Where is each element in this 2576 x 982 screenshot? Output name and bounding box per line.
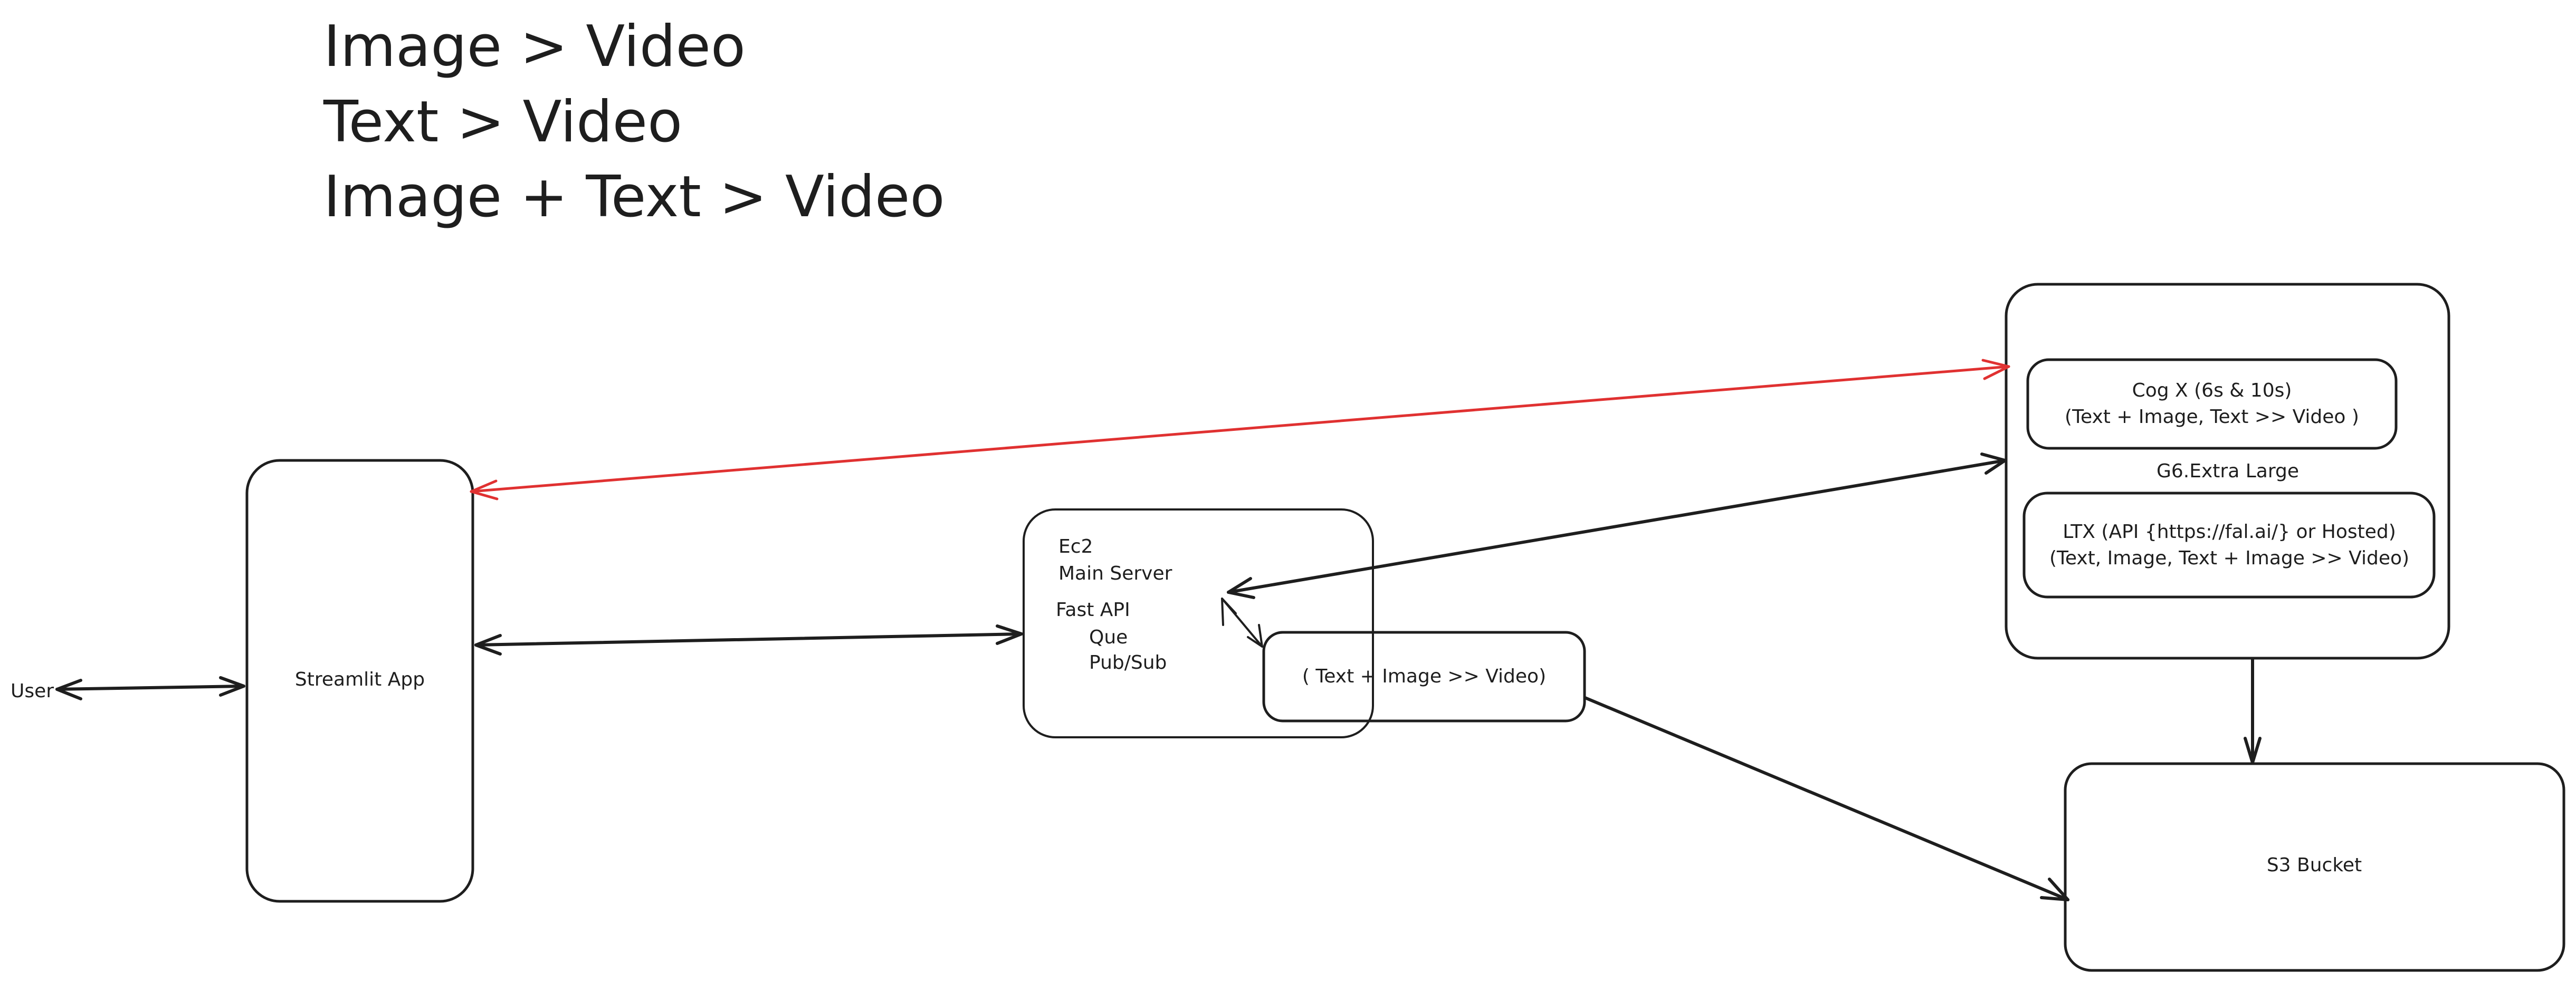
arrowhead-icon [55, 679, 82, 700]
g6-box[interactable] [2005, 283, 2450, 660]
ec2-line-main-server: Main Server [1058, 563, 1172, 584]
ltx-box[interactable] [2022, 492, 2436, 599]
g6-node[interactable]: Cog X (6s & 10s) (Text + Image, Text >> … [2005, 283, 2450, 660]
ec2-box[interactable] [1023, 508, 1374, 738]
arrowhead-icon [1247, 624, 1263, 648]
ec2-line-ec2: Ec2 [1058, 536, 1093, 557]
arrowhead-icon [470, 479, 499, 500]
ec2-line-pubsub: Pub/Sub [1089, 652, 1167, 673]
arrowhead-icon [1227, 577, 1255, 599]
g6-label: G6.Extra Large [2157, 460, 2299, 482]
arrowhead-icon [1221, 598, 1237, 626]
edge-worker-s3[interactable] [1583, 696, 2069, 901]
heading-line-2: Text > Video [323, 89, 682, 155]
cog-x-line-2: (Text + Image, Text >> Video ) [2065, 406, 2359, 428]
user-label: User [11, 680, 54, 702]
edge-ec2-g6[interactable] [1227, 453, 2007, 599]
ec2-node[interactable]: Ec2 Main Server Fast API Que Pub/Sub [1023, 508, 1374, 738]
edge-user-streamlit[interactable] [55, 676, 245, 700]
streamlit-label: Streamlit App [295, 669, 425, 690]
arrowhead-icon [2244, 737, 2262, 764]
edge-g6-s3[interactable] [2244, 658, 2262, 764]
ltx-node[interactable]: LTX (API {https://fal.ai/} or Hosted) (T… [2022, 492, 2436, 599]
cog-x-node[interactable]: Cog X (6s & 10s) (Text + Image, Text >> … [2026, 358, 2398, 450]
cog-x-box[interactable] [2026, 358, 2398, 450]
ltx-line-1: LTX (API {https://fal.ai/} or Hosted) [2063, 521, 2396, 543]
arrowhead-icon [1980, 453, 2007, 475]
text-image-worker-node[interactable]: ( Text + Image >> Video) [1262, 631, 1586, 723]
streamlit-box[interactable] [245, 459, 474, 903]
ltx-line-2: (Text, Image, Text + Image >> Video) [2049, 547, 2409, 569]
edge-streamlit-ec2[interactable] [474, 624, 1023, 656]
arrowhead-icon [1981, 359, 2010, 380]
text-image-worker-label: ( Text + Image >> Video) [1302, 666, 1546, 687]
ec2-line-fast-api: Fast API [1056, 599, 1130, 621]
heading-line-3: Image + Text > Video [323, 164, 945, 230]
arrowhead-icon [219, 676, 245, 697]
edge-ec2-worker[interactable] [1221, 598, 1263, 648]
text-image-worker-box[interactable] [1262, 631, 1586, 723]
streamlit-node[interactable]: Streamlit App [245, 459, 474, 903]
arrowhead-icon [996, 624, 1023, 645]
cog-x-line-1: Cog X (6s & 10s) [2132, 380, 2292, 401]
arrowhead-icon [2040, 878, 2069, 901]
s3-label: S3 Bucket [2267, 854, 2362, 876]
s3-box[interactable] [2064, 762, 2565, 972]
s3-node[interactable]: S3 Bucket [2064, 762, 2565, 972]
heading-line-1: Image > Video [323, 14, 746, 80]
ec2-line-que: Que [1089, 627, 1128, 648]
heading: Image > Video Text > Video Image + Text … [323, 14, 945, 230]
arrowhead-icon [474, 634, 502, 656]
edge-streamlit-g6[interactable] [470, 359, 2010, 500]
